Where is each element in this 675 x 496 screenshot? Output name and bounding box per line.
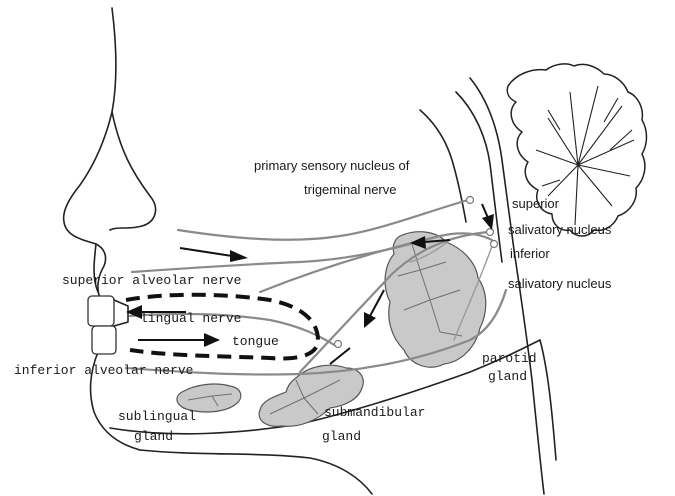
label-inferior-alveolar-nerve: inferior alveolar nerve xyxy=(14,363,193,378)
arrow-tongue-head xyxy=(204,333,220,347)
arrow-salivatory-head xyxy=(482,214,494,230)
otic-ganglion-marker xyxy=(335,341,342,348)
primary-sensory-nucleus-marker xyxy=(467,197,474,204)
label-sublingual-2: gland xyxy=(134,429,173,444)
skull-base-line xyxy=(420,110,466,222)
label-sublingual-1: sublingual xyxy=(118,409,196,424)
label-inferior-1: inferior xyxy=(510,246,550,261)
label-salivatory-nucleus-2: salivatory nucleus xyxy=(508,276,612,291)
label-primary-sensory-nucleus: primary sensory nucleus of xyxy=(254,158,410,173)
neck-outline xyxy=(140,450,372,494)
label-trigeminal-nerve: trigeminal nerve xyxy=(304,182,397,197)
neck-line xyxy=(540,340,556,460)
tongue-dashed-outline xyxy=(126,295,318,359)
inferior-salivatory-nucleus-marker xyxy=(491,241,498,248)
label-submandibular-2: gland xyxy=(322,429,361,444)
label-superior-1: superior xyxy=(512,196,560,211)
arrow-submandibular-shaft xyxy=(330,348,350,364)
superior-alveolar-nerve-path xyxy=(132,244,410,272)
label-parotid-2: gland xyxy=(488,369,527,384)
label-tongue: tongue xyxy=(232,334,279,349)
arrow-trigeminal-shaft xyxy=(180,248,232,256)
label-parotid-1: parotid xyxy=(482,351,537,366)
arrow-salivatory-shaft xyxy=(482,204,488,218)
face-profile-outline xyxy=(64,8,116,298)
label-lingual-nerve: lingual nerve xyxy=(140,311,241,326)
superior-salivatory-nucleus-marker xyxy=(487,229,494,236)
label-submandibular-1: submandibular xyxy=(324,405,425,420)
incisor-root-upper xyxy=(114,300,128,326)
label-salivatory-nucleus-1: salivatory nucleus xyxy=(508,222,612,237)
lower-incisor xyxy=(92,326,116,354)
arrow-trigeminal-head xyxy=(230,250,248,262)
nose-outline xyxy=(110,112,156,230)
sublingual-gland xyxy=(177,384,241,412)
upper-incisor xyxy=(88,296,114,326)
label-superior-alveolar-nerve: superior alveolar nerve xyxy=(62,273,241,288)
